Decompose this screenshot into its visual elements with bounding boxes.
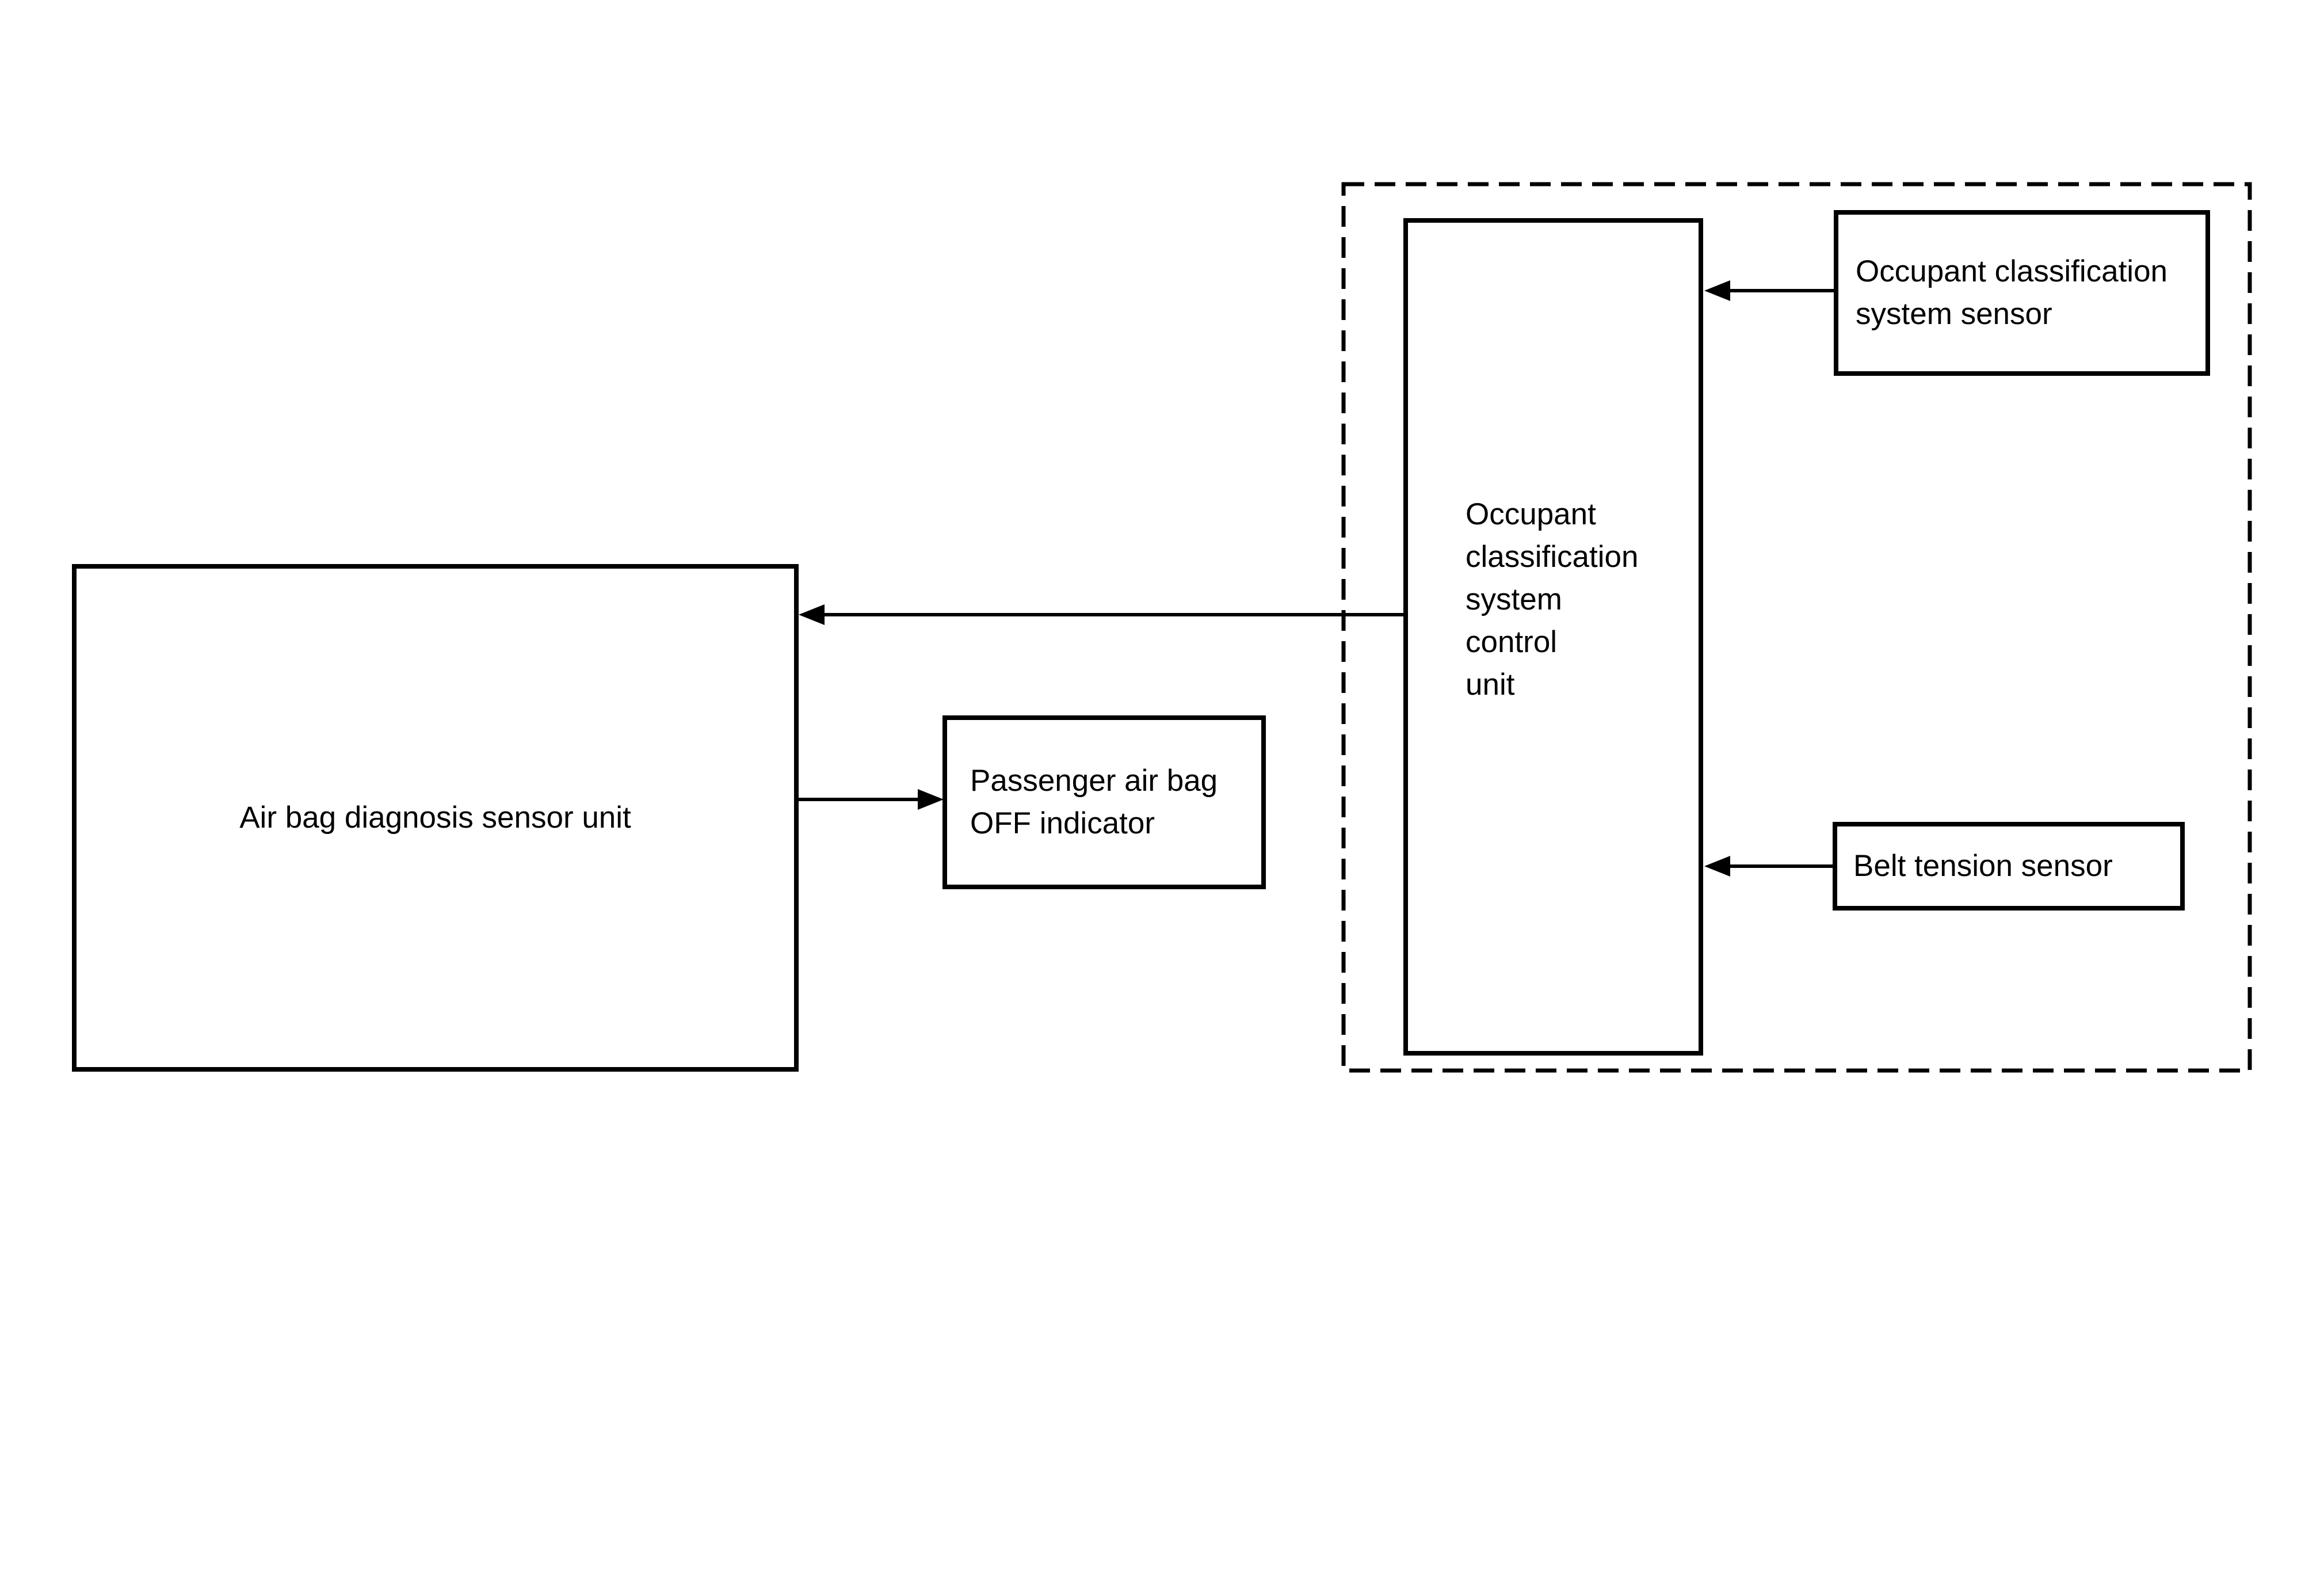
belt-tension-sensor-box: Belt tension sensor [1833, 822, 2185, 911]
ocs-dashed-boundary [1341, 182, 2252, 1073]
occupant-classification-system-sensor-label: Occupant classification system sensor [1856, 254, 2168, 331]
occupant-classification-system-sensor-box: Occupant classification system sensor [1834, 210, 2210, 376]
arrow-diagnosis-unit-to-off-indicator [799, 789, 944, 810]
arrow-belt-sensor-to-control-unit [1704, 856, 1833, 877]
belt-tension-sensor-label: Belt tension sensor [1853, 849, 2113, 883]
air-bag-diagnosis-sensor-unit-box: Air bag diagnosis sensor unit [72, 564, 799, 1072]
passenger-air-bag-off-indicator-box: Passenger air bag OFF indicator [942, 715, 1266, 889]
arrowhead-right-icon [918, 789, 944, 810]
air-bag-diagnosis-sensor-unit-label: Air bag diagnosis sensor unit [239, 801, 631, 835]
arrowhead-left-icon [799, 604, 825, 625]
arrowhead-left-icon [1704, 280, 1730, 301]
arrowhead-left-icon [1704, 856, 1730, 877]
occupant-classification-system-control-unit-label: Occupant classification system control u… [1466, 497, 1639, 702]
occupant-classification-system-control-unit-box: Occupant classification system control u… [1403, 218, 1703, 1056]
arrow-ocs-sensor-to-control-unit [1704, 280, 1834, 301]
passenger-air-bag-off-indicator-label: Passenger air bag OFF indicator [970, 764, 1218, 840]
arrow-control-unit-to-diagnosis-unit [799, 604, 1403, 625]
